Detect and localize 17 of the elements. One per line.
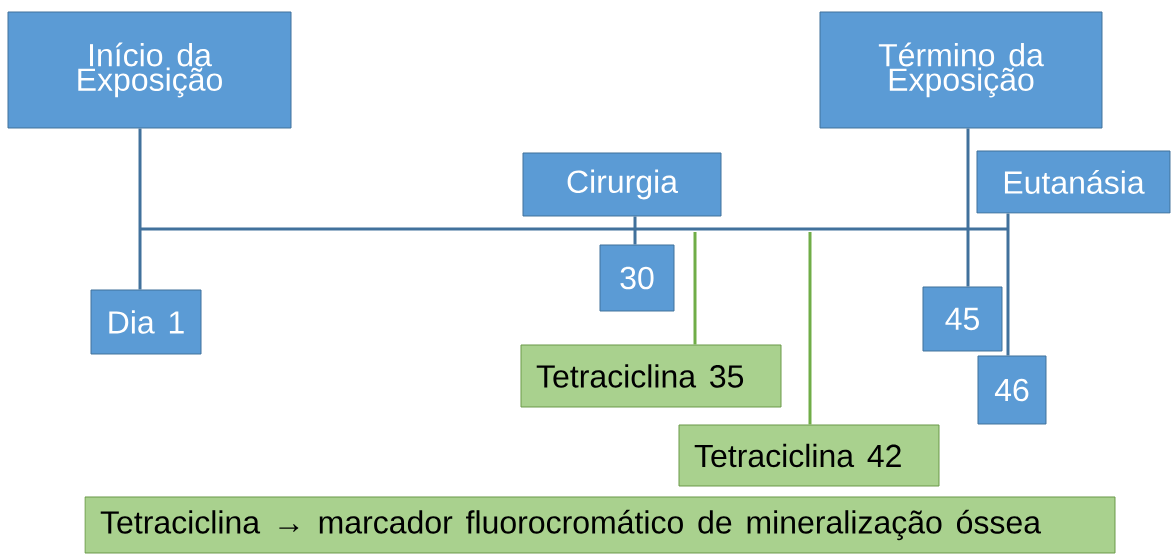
connector-line [693,232,697,345]
connector-line [966,128,970,287]
event-box: 46 [977,355,1047,425]
connector-line [1006,213,1010,356]
connector-line [808,232,812,425]
event-box: Cirurgia [522,152,722,217]
event-box: Término da Exposição [819,11,1103,129]
event-box: Eutanásia [976,150,1171,214]
connector-line [633,216,637,245]
connector-line [138,128,142,290]
marker-box: Tetraciclina → marcador fluorocromático de mineralização óssea [84,496,1116,554]
event-box: Dia 1 [90,289,202,355]
marker-box: Tetraciclina 35 [520,344,782,408]
marker-box: Tetraciclina 42 [678,424,940,487]
event-box: Início da Exposição [7,11,292,129]
event-box: 30 [599,244,675,312]
event-box: 45 [922,286,1003,352]
